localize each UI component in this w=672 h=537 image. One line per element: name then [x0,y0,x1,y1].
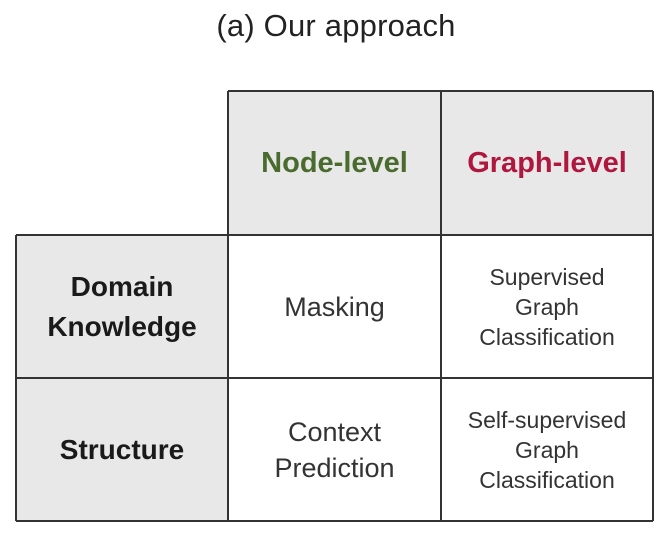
cell-structure-node-level: Context Prediction [228,378,441,521]
cell-structure-graph-level: Self-supervised Graph Classification [441,378,653,521]
header-graph-level: Graph-level [441,91,653,235]
row-header-domain-knowledge: Domain Knowledge [16,235,228,378]
row-header-structure-label: Structure [59,433,185,465]
cell-self-supervised-graph-classification-text: Self-supervised Graph Classification [467,406,627,493]
figure-title: (a) Our approach [216,8,456,43]
cell-domain-knowledge-node-level: Masking [228,235,441,378]
row-header-structure: Structure [16,378,228,521]
header-node-level-label: Node-level [261,146,408,179]
header-node-level: Node-level [228,91,441,235]
cell-domain-knowledge-graph-level: Supervised Graph Classification [441,235,653,378]
cell-masking-text: Masking [284,291,385,322]
header-graph-level-label: Graph-level [467,146,627,179]
row-header-domain-knowledge-label: Domain Knowledge [47,270,197,342]
cell-context-prediction-text: Context Prediction [274,416,395,483]
cell-supervised-graph-classification-text: Supervised Graph Classification [479,263,615,350]
